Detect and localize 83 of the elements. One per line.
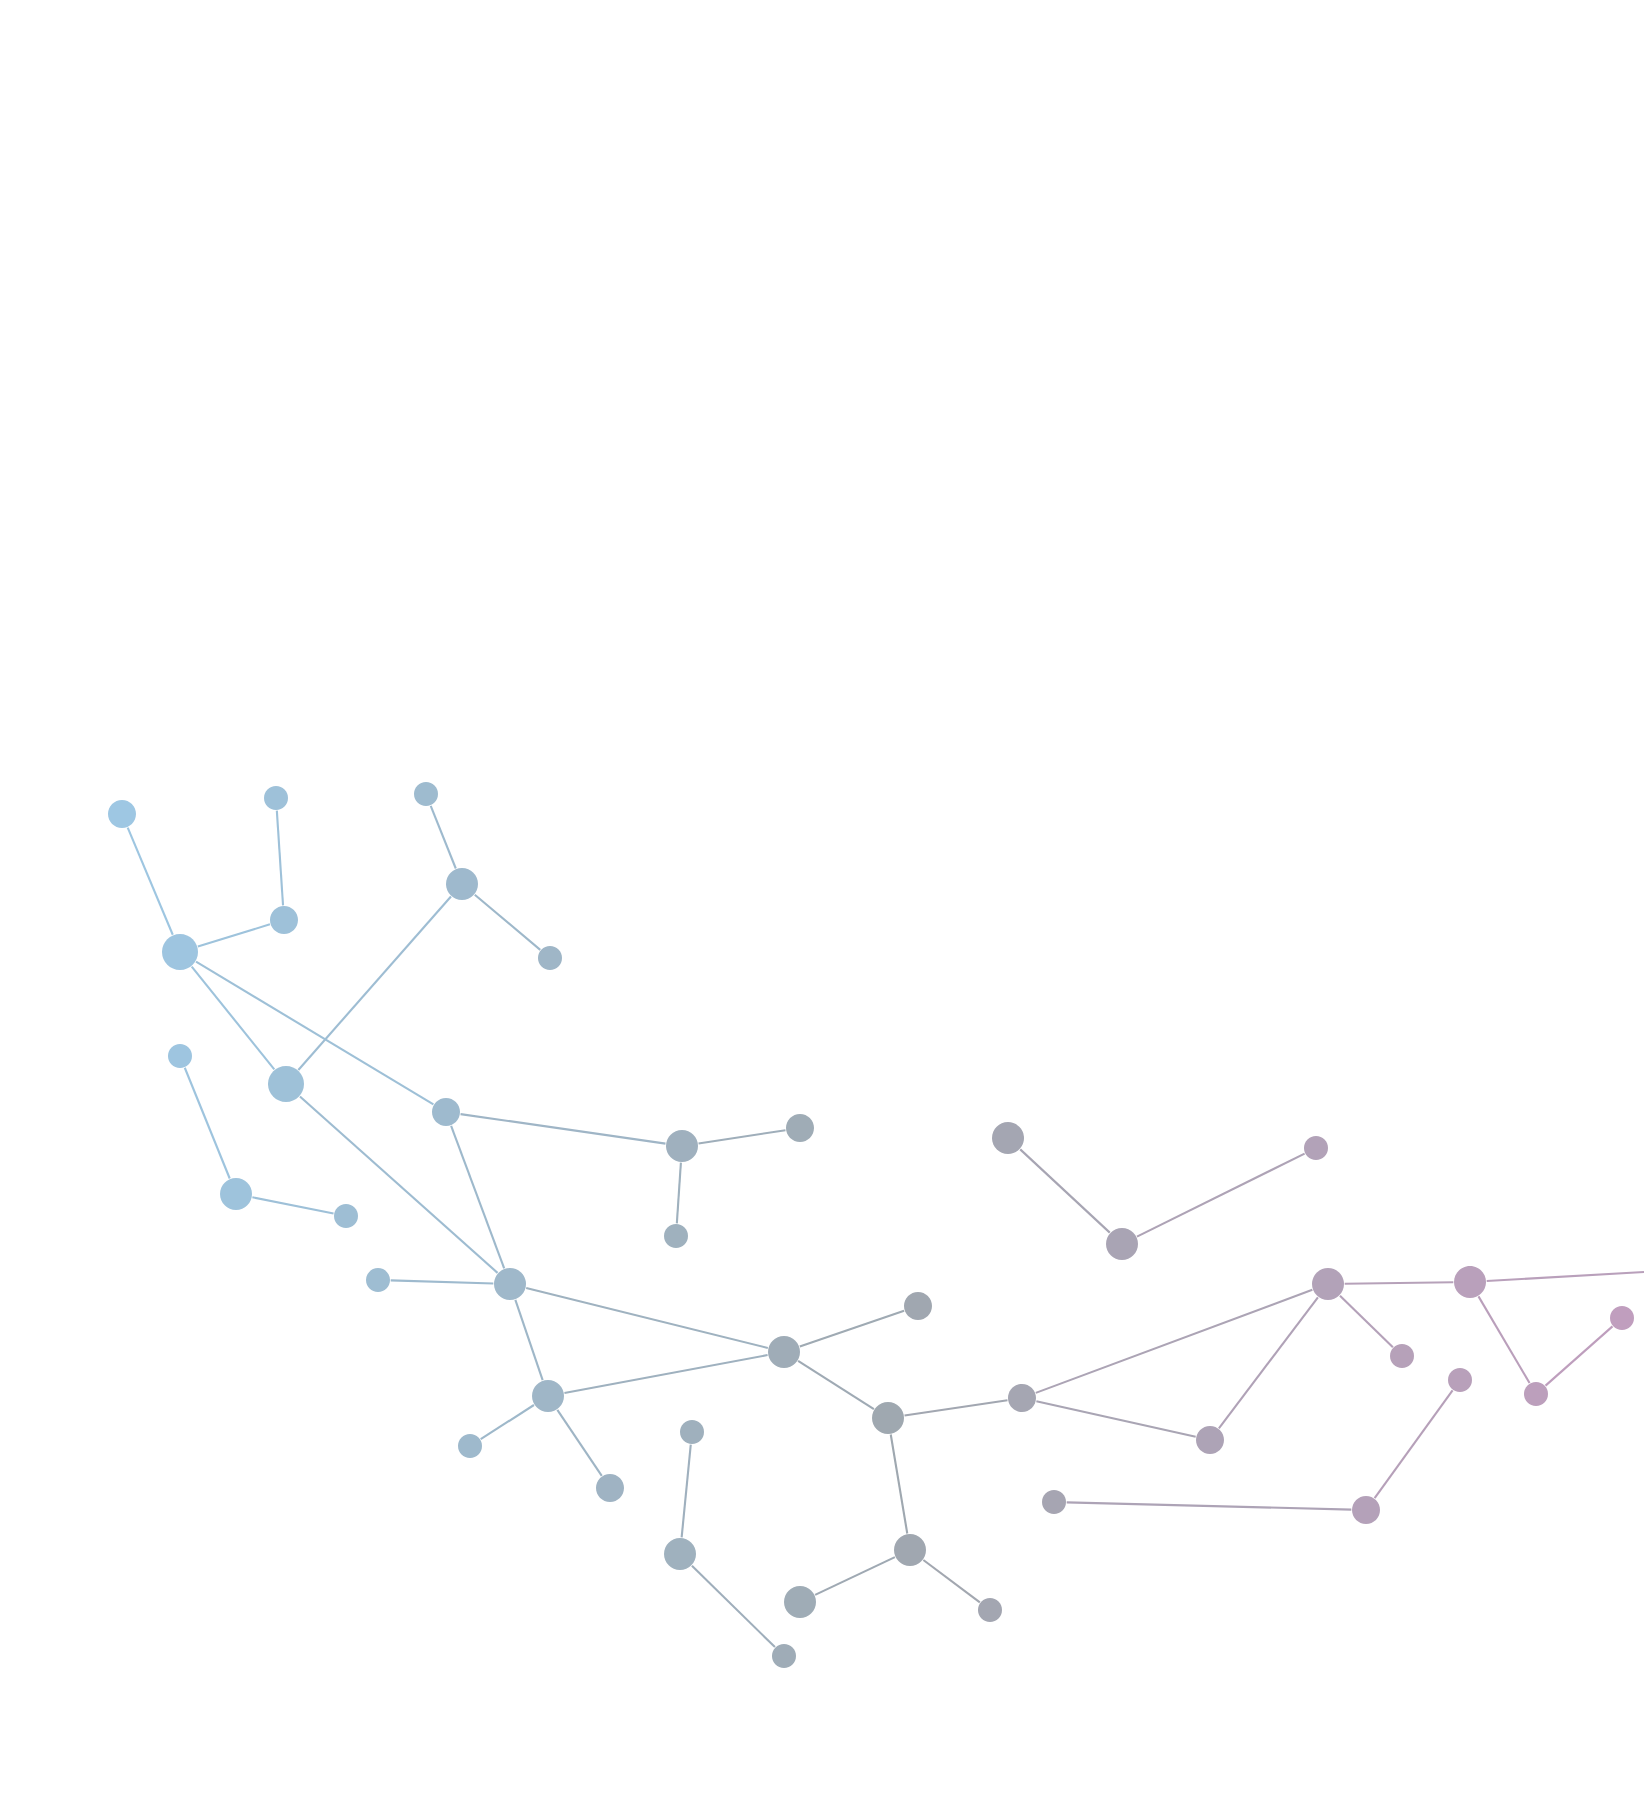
connector-line — [564, 1354, 768, 1394]
network-node — [904, 1292, 932, 1320]
network-node — [108, 800, 136, 828]
network-node — [264, 786, 288, 810]
connector-line — [680, 1444, 692, 1538]
connector-line — [904, 1399, 1008, 1417]
connector-line — [799, 1309, 905, 1348]
connector-line — [1344, 1281, 1454, 1285]
network-node — [772, 1644, 796, 1668]
connector-line — [275, 810, 285, 906]
connector-line — [299, 1095, 499, 1274]
connector-line — [1066, 1501, 1352, 1511]
connector-line — [889, 1434, 909, 1534]
network-node — [414, 782, 438, 806]
connector-line — [797, 1360, 875, 1410]
connector-line — [514, 1299, 544, 1381]
connector-line — [480, 1404, 535, 1441]
network-node — [680, 1420, 704, 1444]
connector-line — [1477, 1295, 1531, 1384]
network-node — [786, 1114, 814, 1142]
network-node — [1312, 1268, 1344, 1300]
connector-line — [1019, 1148, 1111, 1234]
connector-line — [1136, 1152, 1306, 1238]
connector-line — [1544, 1325, 1614, 1387]
network-node — [366, 1268, 390, 1292]
network-node — [1042, 1490, 1066, 1514]
network-node — [1008, 1384, 1036, 1412]
connector-line — [1373, 1389, 1454, 1499]
network-node — [1524, 1382, 1548, 1406]
network-node — [270, 906, 298, 934]
connector-line — [691, 1564, 776, 1648]
network-node — [596, 1474, 624, 1502]
network-node — [784, 1586, 816, 1618]
network-node — [664, 1538, 696, 1570]
network-node — [432, 1098, 460, 1126]
network-node — [532, 1380, 564, 1412]
connector-line — [525, 1287, 769, 1349]
network-node — [334, 1204, 358, 1228]
network-node — [268, 1066, 304, 1102]
network-node — [1106, 1228, 1138, 1260]
connector-line — [429, 805, 457, 869]
connector-line — [297, 895, 452, 1071]
network-node — [1352, 1496, 1380, 1524]
network-node — [446, 868, 478, 900]
connector-line — [460, 1113, 666, 1145]
network-node — [872, 1402, 904, 1434]
network-node — [992, 1122, 1024, 1154]
network-node — [458, 1434, 482, 1458]
connector-line — [197, 923, 271, 948]
connector-line — [474, 893, 541, 951]
network-node — [162, 934, 198, 970]
connector-line — [190, 965, 276, 1071]
network-node — [168, 1044, 192, 1068]
network-node — [1610, 1306, 1634, 1330]
connector-line — [1486, 1270, 1644, 1283]
connector-line — [814, 1556, 896, 1596]
connector-line — [1036, 1400, 1196, 1438]
network-node — [538, 946, 562, 970]
network-node — [1196, 1426, 1224, 1454]
network-node — [1304, 1136, 1328, 1160]
connector-line — [1035, 1288, 1313, 1394]
network-node — [768, 1336, 800, 1368]
connector-line — [390, 1279, 494, 1285]
network-node — [220, 1178, 252, 1210]
connector-line — [675, 1162, 682, 1224]
network-node — [666, 1130, 698, 1162]
connector-line — [252, 1196, 334, 1215]
connector-line — [922, 1559, 981, 1604]
network-node — [1448, 1368, 1472, 1392]
connector-line — [1218, 1296, 1319, 1429]
network-node — [1454, 1266, 1486, 1298]
network-node — [1390, 1344, 1414, 1368]
connector-line — [1339, 1294, 1394, 1348]
connector-line — [195, 960, 434, 1106]
network-node — [894, 1534, 926, 1566]
network-node — [494, 1268, 526, 1300]
connector-line — [698, 1129, 786, 1145]
network-node — [978, 1598, 1002, 1622]
network-node — [664, 1224, 688, 1248]
connector-line — [183, 1067, 231, 1179]
connector-line — [450, 1125, 506, 1269]
connector-line — [556, 1409, 603, 1477]
connector-line — [126, 827, 174, 936]
